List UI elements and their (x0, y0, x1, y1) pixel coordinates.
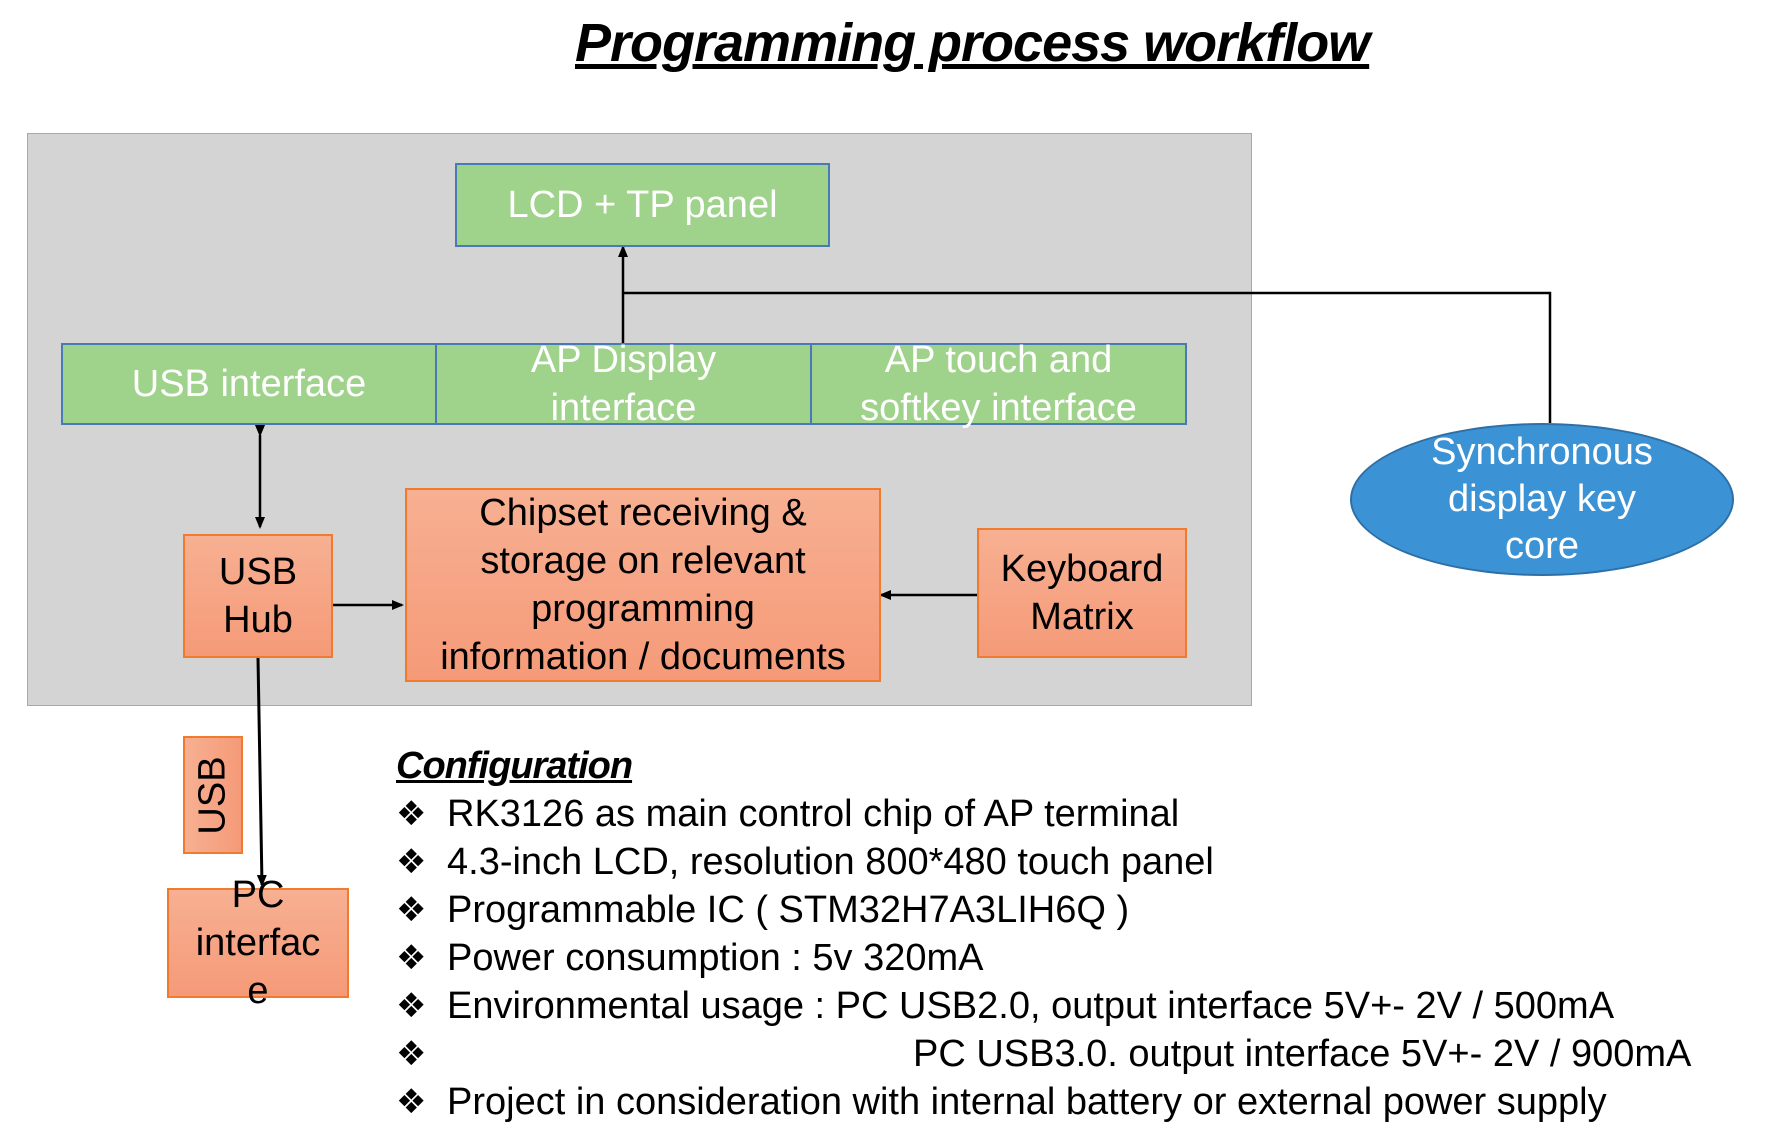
lcd-tp-panel-label: LCD + TP panel (507, 184, 778, 226)
ap-display-interface-box: AP Display interface (435, 339, 812, 429)
line-to-sync-core (623, 291, 1552, 423)
chipset-box: Chipset receiving & storage on relevant … (405, 488, 881, 682)
four-diamond-bullet-icon: ❖ (396, 795, 427, 833)
usb-interface-box: USB interface (61, 343, 437, 425)
usb-interface-label: USB interface (131, 363, 367, 405)
keyboard-label-line1: Keyboard (1000, 548, 1164, 590)
configuration-section: Configuration ❖ RK3126 as main control c… (396, 742, 1756, 1126)
keyboard-label-line2: Matrix (1030, 596, 1134, 638)
four-diamond-bullet-icon: ❖ (396, 1083, 427, 1121)
pc-interface-label-line1: PC (231, 874, 285, 916)
sync-core-label-line2: display key (1448, 478, 1636, 520)
four-diamond-bullet-icon: ❖ (396, 939, 427, 977)
config-item: ❖ RK3126 as main control chip of AP term… (396, 790, 1756, 838)
config-item-text: Environmental usage : PC USB2.0, output … (447, 985, 1615, 1027)
config-item: ❖ Environmental usage : PC USB2.0, outpu… (396, 982, 1756, 1030)
config-item: ❖ Programmable IC ( STM32H7A3LIH6Q ) (396, 886, 1756, 934)
four-diamond-bullet-icon: ❖ (396, 891, 427, 929)
ap-touch-label-line2: softkey interface (860, 387, 1137, 429)
pc-interface-label-line2: interfac (195, 922, 321, 964)
usb-cable-label-box: USB (183, 736, 243, 854)
config-item-text: PC USB3.0. output interface 5V+- 2V / 90… (913, 1033, 1692, 1075)
config-item-text: 4.3-inch LCD, resolution 800*480 touch p… (447, 841, 1214, 883)
config-item: ❖ Power consumption : 5v 320mA (396, 934, 1756, 982)
pc-interface-box: PC interfac e (167, 874, 349, 1012)
usb-cable-label: USB (191, 755, 234, 835)
keyboard-matrix-box: Keyboard Matrix (977, 528, 1187, 658)
ap-display-label-line2: interface (550, 387, 697, 429)
config-item-text: Programmable IC ( STM32H7A3LIH6Q ) (447, 889, 1130, 931)
lcd-tp-panel-box: LCD + TP panel (455, 163, 830, 247)
chipset-label-line4: information / documents (440, 636, 846, 678)
four-diamond-bullet-icon: ❖ (396, 843, 427, 881)
ap-touch-softkey-box: AP touch and softkey interface (810, 339, 1187, 429)
config-item-text: RK3126 as main control chip of AP termin… (447, 793, 1180, 835)
chipset-label-line3: programming (531, 588, 755, 630)
config-item: ❖ 4.3-inch LCD, resolution 800*480 touch… (396, 838, 1756, 886)
config-item: ❖ PC USB3.0. output interface 5V+- 2V / … (396, 1030, 1756, 1078)
chipset-label-line2: storage on relevant (480, 540, 806, 582)
ap-display-label-line1: AP Display (530, 339, 717, 381)
page-title: Programming process workflow (575, 13, 1370, 73)
ap-touch-label-line1: AP touch and (884, 339, 1113, 381)
pc-interface-label-line3: e (247, 970, 269, 1012)
four-diamond-bullet-icon: ❖ (396, 1035, 427, 1073)
config-item-text: Project in consideration with internal b… (447, 1081, 1607, 1123)
sync-core-label-line1: Synchronous (1431, 431, 1653, 473)
four-diamond-bullet-icon: ❖ (396, 987, 427, 1025)
usb-hub-label-line1: USB (218, 551, 298, 593)
usb-hub-label-line2: Hub (223, 599, 293, 641)
configuration-heading: Configuration (396, 745, 633, 787)
config-item-text: Power consumption : 5v 320mA (447, 937, 984, 979)
sync-display-key-core-ellipse: Synchronous display key core (1350, 423, 1734, 576)
chipset-label-line1: Chipset receiving & (479, 492, 807, 534)
usb-hub-box: USB Hub (183, 534, 333, 658)
config-item: ❖ Project in consideration with internal… (396, 1078, 1756, 1126)
arrow-hub-to-pc (256, 657, 267, 887)
sync-core-label-line3: core (1505, 525, 1579, 567)
